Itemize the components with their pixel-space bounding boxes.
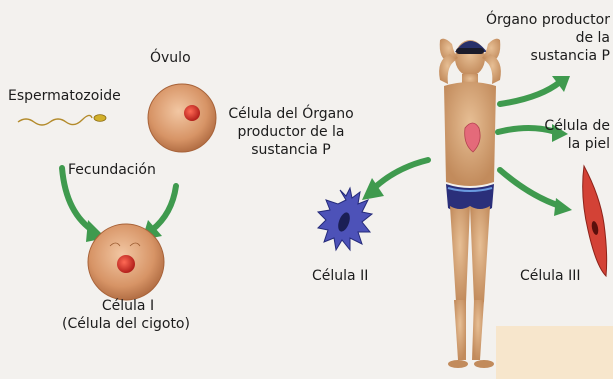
swimmer-figure <box>439 39 501 368</box>
label-celula-i: Célula I <box>88 298 168 315</box>
label-celula-iii: Célula III <box>520 268 580 285</box>
label-organo-productor-2: de la <box>470 30 610 47</box>
label-celula-organo-3: sustancia P <box>216 142 366 159</box>
label-celula-ii: Célula II <box>312 268 368 285</box>
arrowhead-celula-iii <box>554 198 572 216</box>
arrow-to-celula-ii <box>372 160 428 190</box>
label-celula-organo-2: productor de la <box>216 124 366 141</box>
label-celula-piel-2: la piel <box>520 136 610 153</box>
espermatozoide-icon <box>18 115 106 125</box>
celula-iii-cell <box>583 166 607 276</box>
celula-i-cell <box>88 224 164 300</box>
label-organo-productor-3: sustancia P <box>470 48 610 65</box>
label-ovulo: Óvulo <box>150 50 191 67</box>
label-celula-organo-1: Célula del Órgano <box>216 106 366 123</box>
label-celula-piel-1: Célula de <box>520 118 610 135</box>
label-espermatozoide: Espermatozoide <box>8 88 121 105</box>
ovulo-cell <box>148 84 216 152</box>
arrow-to-organo <box>500 82 560 104</box>
arrow-ovulo-to-cigoto <box>152 186 176 230</box>
pale-patch <box>496 326 613 379</box>
label-organo-productor-1: Órgano productor <box>470 12 610 29</box>
arrow-to-celula-iii <box>500 170 560 206</box>
label-celula-cigoto: (Célula del cigoto) <box>46 316 206 333</box>
label-fecundacion: Fecundación <box>68 162 156 179</box>
